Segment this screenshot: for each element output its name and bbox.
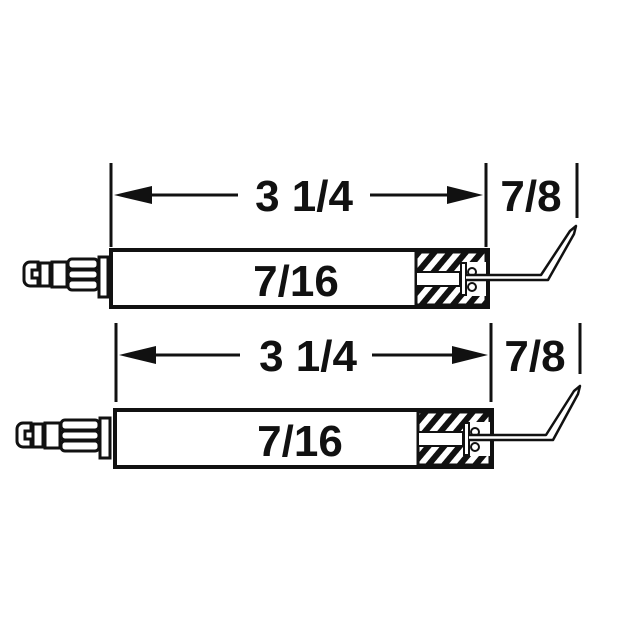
electrode-wire [466,224,578,282]
electrode-wire [469,384,582,442]
diameter-label: 7/16 [253,257,339,306]
tip-extension-label: 7/8 [500,172,561,221]
terminal-connector [15,416,112,460]
arrow-right-icon [447,186,483,204]
electrode-washer [460,262,467,296]
length-label: 3 1/4 [259,332,357,381]
terminal-connector [22,255,110,299]
center-bore [415,271,461,287]
electrode-top: 3 1/4 7/8 7/16 [22,163,579,309]
tip-extension-label: 7/8 [504,332,565,381]
arrow-right-icon [452,346,488,364]
diameter-label: 7/16 [257,417,343,466]
electrode-bottom: 3 1/4 7/8 7/16 [15,323,582,469]
arrow-left-icon [114,186,152,204]
electrode-washer [463,422,470,456]
arrow-left-icon [119,346,156,364]
length-label: 3 1/4 [255,172,353,221]
center-bore [417,431,464,447]
